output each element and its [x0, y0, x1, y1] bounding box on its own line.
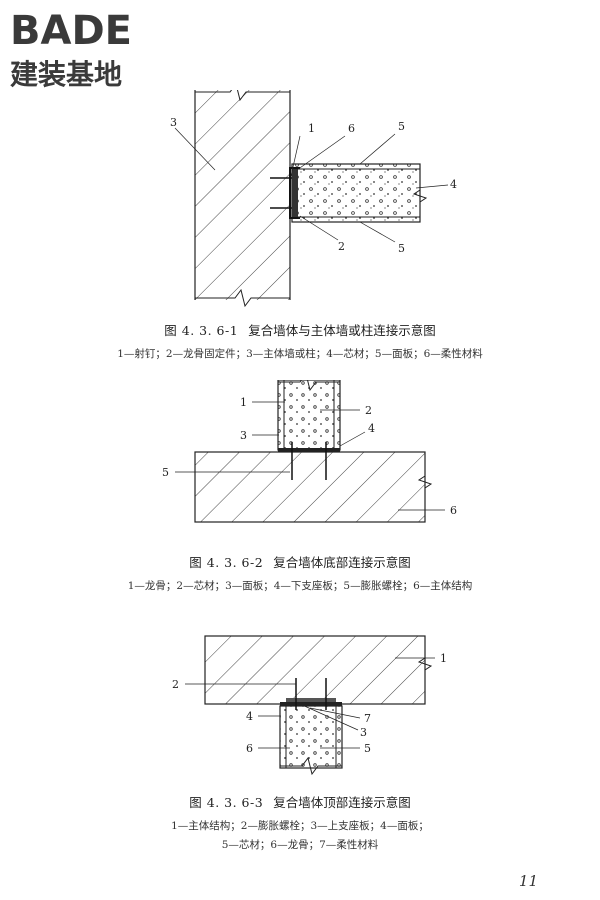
callout-3: 3 — [240, 429, 247, 442]
bottom-seat-plate — [278, 448, 340, 452]
figure-1-drawing: 3 1 6 5 4 2 5 — [170, 90, 457, 308]
composite-wall — [279, 705, 343, 769]
callout-5-top: 5 — [398, 120, 405, 133]
callout-1: 1 — [440, 652, 447, 665]
figure-2-legend: 1—龙骨；2—芯材；3—面板；4—下支座板；5—膨胀螺栓；6—主体结构 — [127, 580, 473, 592]
main-wall — [195, 90, 290, 300]
figure-3-caption: 图 4. 3. 6-3 复合墙体顶部连接示意图 — [0, 792, 600, 811]
figure-3-number: 图 4. 3. 6-3 — [189, 795, 264, 810]
figure-2-drawing: 1 2 3 4 5 6 — [162, 380, 457, 523]
figure-1-number: 图 4. 3. 6-1 — [164, 323, 239, 338]
figure-3-legend-line-1: 1—主体结构；2—膨胀螺栓；3—上支座板；4—面板； — [171, 820, 429, 832]
flexible-material — [286, 698, 336, 702]
figure-3-legend-line-2: 5—芯材；6—龙骨；7—柔性材料 — [221, 839, 379, 851]
bade-logo: BADE 建装基地 — [10, 8, 132, 90]
figure-1-caption: 图 4. 3. 6-1 复合墙体与主体墙或柱连接示意图 — [0, 320, 600, 339]
callout-5-bottom: 5 — [398, 242, 405, 255]
callout-3: 3 — [360, 726, 367, 739]
figure-2-title: 复合墙体底部连接示意图 — [273, 555, 411, 570]
figure-2-caption: 图 4. 3. 6-2 复合墙体底部连接示意图 — [0, 552, 600, 571]
figure-1: 3 1 6 5 4 2 5 图 4. 3. 6-1 复合墙体与主体墙或柱连接示意图… — [0, 90, 600, 375]
callout-6: 6 — [348, 122, 355, 135]
callout-1: 1 — [240, 396, 247, 409]
brand-subtitle: 建装基地 — [10, 58, 122, 90]
callout-2: 2 — [365, 404, 372, 417]
page-number: 11 — [518, 872, 538, 890]
callout-3: 3 — [170, 116, 177, 129]
figure-2-number: 图 4. 3. 6-2 — [189, 555, 264, 570]
composite-wall-panel — [291, 163, 421, 223]
main-structure — [194, 451, 426, 523]
figure-2: 1 2 3 4 5 6 图 4. 3. 6-2 复合墙体底部连接示意图 1—龙骨；… — [0, 380, 600, 605]
callout-1: 1 — [308, 122, 315, 135]
brand-name: BADE — [10, 8, 132, 54]
callout-6: 6 — [246, 742, 253, 755]
callout-4: 4 — [450, 178, 457, 191]
callout-4: 4 — [246, 710, 253, 723]
figure-1-title: 复合墙体与主体墙或柱连接示意图 — [248, 323, 436, 338]
composite-wall — [277, 380, 341, 451]
callout-2: 2 — [338, 240, 345, 253]
figure-1-legend: 1—射钉；2—龙骨固定件；3—主体墙或柱；4—芯材；5—面板；6—柔性材料 — [117, 348, 483, 360]
flexible-material — [292, 167, 298, 219]
callout-2: 2 — [172, 678, 179, 691]
figure-3-title: 复合墙体顶部连接示意图 — [273, 795, 411, 810]
figure-3: 1 2 7 3 4 5 6 图 4. 3. 6-3 复合墙体顶部连接示意图 1—主… — [0, 618, 600, 863]
callout-6: 6 — [450, 504, 457, 517]
callout-4: 4 — [368, 422, 375, 435]
callout-7: 7 — [364, 712, 371, 725]
callout-5: 5 — [162, 466, 169, 479]
top-seat-plate — [280, 702, 342, 706]
callout-5: 5 — [364, 742, 371, 755]
main-structure — [204, 635, 426, 705]
figure-3-drawing: 1 2 7 3 4 5 6 — [172, 635, 447, 776]
